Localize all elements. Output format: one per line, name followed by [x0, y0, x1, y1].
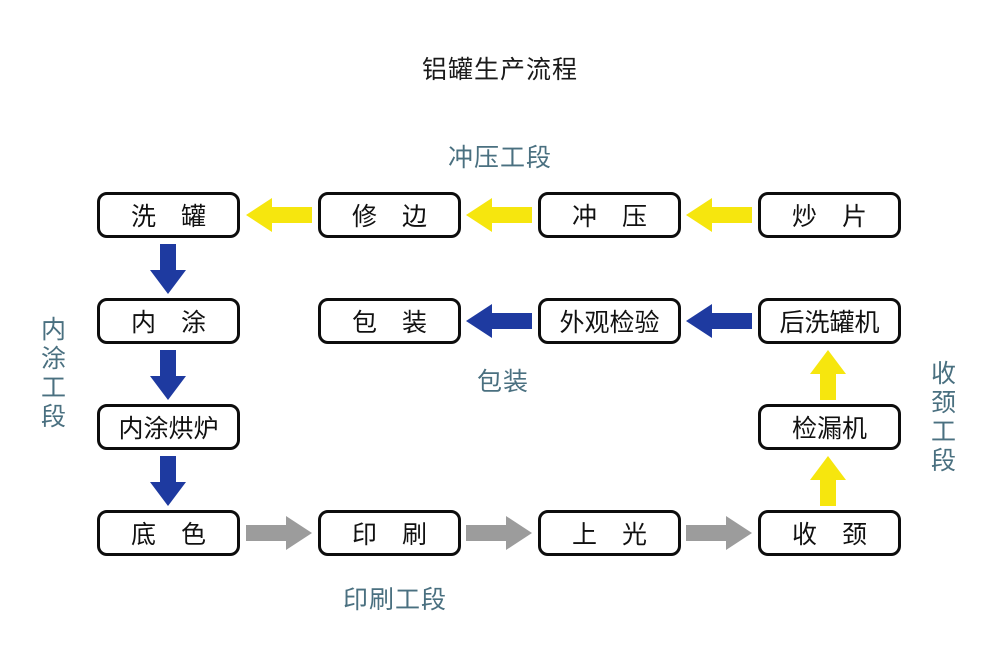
node-sheet-frying: 炒 片	[758, 192, 901, 238]
node-leak-tester: 检漏机	[758, 404, 901, 450]
section-label-printing: 印刷工段	[342, 586, 447, 614]
node-stamping: 冲 压	[538, 192, 681, 238]
arrow-down-icon	[150, 456, 186, 506]
arrow-left-icon	[246, 198, 312, 232]
arrow-right-icon	[246, 516, 312, 550]
section-label-packaging: 包装	[476, 368, 529, 396]
arrow-left-icon	[466, 198, 532, 232]
arrow-left-icon	[466, 304, 532, 338]
arrow-right-icon	[466, 516, 532, 550]
node-post-washer: 后洗罐机	[758, 298, 901, 344]
arrow-up-icon	[810, 456, 846, 506]
arrow-right-icon	[686, 516, 752, 550]
section-label-necking: 收颈工段	[927, 360, 956, 476]
arrow-left-icon	[686, 198, 752, 232]
arrow-left-icon	[686, 304, 752, 338]
section-label-inner-coating: 内涂工段	[37, 316, 66, 432]
arrow-down-icon	[150, 350, 186, 400]
node-packing: 包 装	[318, 298, 461, 344]
section-label-stamping: 冲压工段	[447, 144, 552, 172]
page-title: 铝罐生产流程	[421, 56, 578, 84]
node-varnishing: 上 光	[538, 510, 681, 556]
node-necking: 收 颈	[758, 510, 901, 556]
arrow-up-icon	[810, 350, 846, 400]
node-printing: 印 刷	[318, 510, 461, 556]
arrow-down-icon	[150, 244, 186, 294]
node-inner-coating: 内 涂	[97, 298, 240, 344]
node-base-coat: 底 色	[97, 510, 240, 556]
node-visual-inspection: 外观检验	[538, 298, 681, 344]
node-wash-can: 洗 罐	[97, 192, 240, 238]
node-coating-oven: 内涂烘炉	[97, 404, 240, 450]
node-trimming: 修 边	[318, 192, 461, 238]
